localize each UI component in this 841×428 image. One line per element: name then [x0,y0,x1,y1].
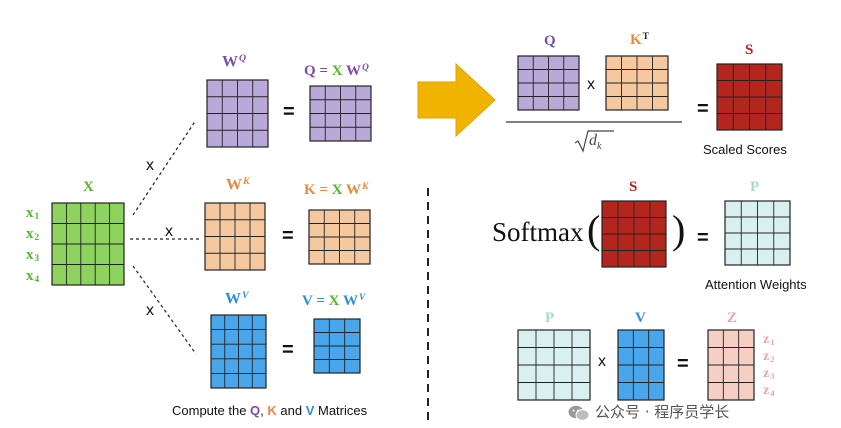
equals-sign-bottom: = [677,353,689,375]
softmax-label: Softmax [492,217,584,247]
wk-matrix [204,202,266,271]
equals-sign-q: = [283,101,295,123]
v-formula: V = X WV [302,293,366,310]
times-sign-bottom: x [598,353,606,370]
x-matrix-label: X [83,179,94,195]
wq-matrix [206,79,269,148]
z-matrix [707,329,755,401]
p-label-mid: P [750,179,760,195]
sqrt-icon [574,130,614,153]
q-matrix-top [517,55,580,111]
z-row-label: z1 [763,332,775,348]
x-row-label: x3 [26,247,40,265]
z-label: Z [727,310,738,326]
kt-label: KT [630,32,649,49]
q-formula: Q = X WQ [304,63,369,80]
wq-label: WQ [222,53,247,71]
s-label-top: S [745,42,754,58]
softmax-close-paren: ) [672,207,686,252]
wechat-icon [568,405,590,421]
x-row-label: x2 [26,226,40,244]
v-label-bottom: V [635,310,646,326]
s-matrix-top [716,63,783,131]
dashed-connector-wv [132,265,197,355]
v-matrix [313,318,361,374]
s-label-mid: S [629,179,638,195]
k-matrix [308,209,371,265]
k-formula: K = X WK [304,182,369,199]
q-label-top: Q [544,33,556,49]
x-matrix [51,202,125,286]
equals-sign-top: = [697,98,709,120]
equals-sign-k: = [282,225,294,247]
compute-caption: Compute the Q, K and V Matrices [172,403,368,418]
times-sign-top: x [587,76,595,93]
s-matrix-mid [601,200,667,268]
p-matrix-bottom [517,329,591,401]
multiply-sign-q: x [146,157,154,174]
multiply-sign-k: x [165,223,173,240]
wv-label: WV [225,290,249,308]
wv-matrix [210,314,267,389]
q-matrix [309,85,372,142]
equals-sign-v: = [282,339,294,361]
z-row-label: z3 [763,366,775,382]
z-row-label: z2 [763,349,775,365]
scaled-scores-caption: Scaled Scores [703,142,787,157]
v-matrix-bottom [617,329,665,401]
z-row-label: z4 [763,383,775,399]
dashed-connector-wq [132,119,197,216]
x-row-label: x1 [26,205,40,223]
wk-label: WK [226,176,250,194]
x-row-label: x4 [26,268,40,286]
kt-matrix [605,55,669,111]
p-label-bottom: P [545,310,555,326]
p-matrix-mid [724,200,791,266]
equals-sign-mid: = [697,227,709,249]
yellow-arrow-icon [417,62,496,138]
watermark-text: 公众号 · 程序员学长 [595,403,730,421]
attention-weights-caption: Attention Weights [705,277,807,292]
softmax-open-paren: ( [587,207,601,252]
multiply-sign-v: x [146,302,154,319]
